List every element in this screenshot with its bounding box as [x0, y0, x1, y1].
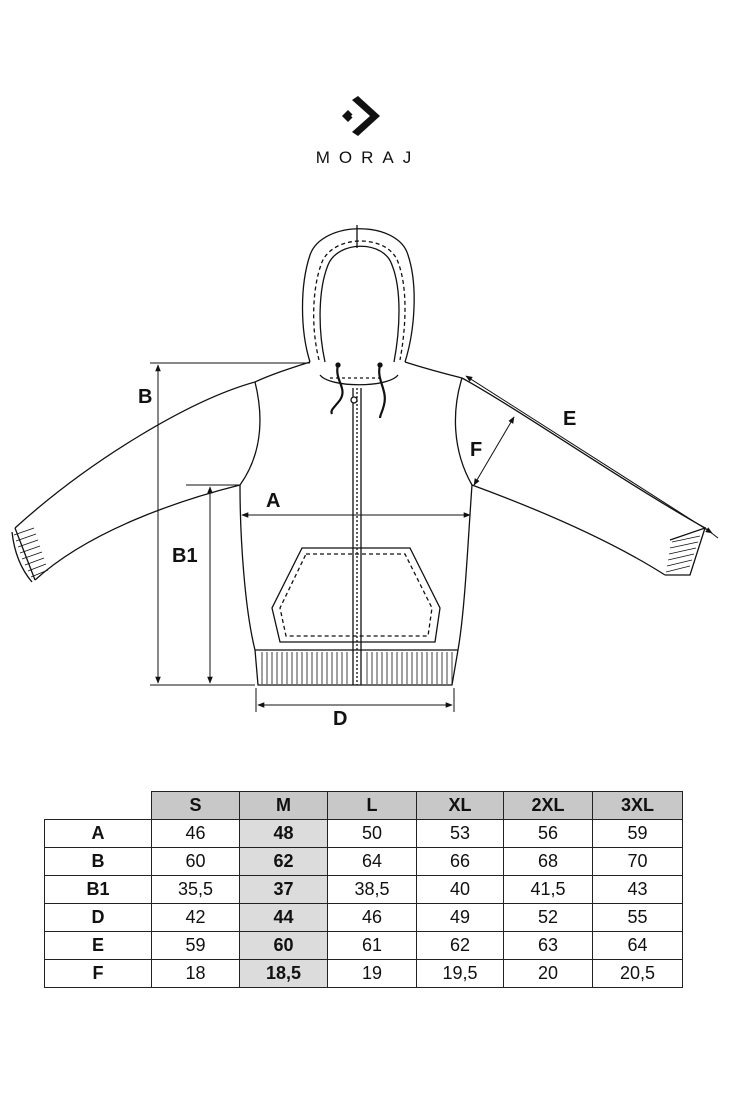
table-cell: 70 — [592, 847, 683, 876]
label-b1: B1 — [172, 545, 198, 567]
table-cell: 43 — [592, 875, 683, 904]
hoodie-drawing — [11, 225, 719, 712]
size-header: XL — [416, 791, 504, 820]
row-label: B — [44, 847, 152, 876]
table-cell: 46 — [327, 903, 417, 932]
waistband-ribbing — [261, 652, 453, 684]
hoodie-measurement-diagram: B B1 A D E F — [0, 210, 730, 740]
table-row: B 60 62 64 66 68 70 — [44, 847, 683, 876]
table-cell: 60 — [151, 847, 240, 876]
size-header: 3XL — [592, 791, 683, 820]
brand-logo: MORAJ — [0, 90, 730, 180]
table-cell: 64 — [327, 847, 417, 876]
table-cell: 59 — [592, 819, 683, 848]
table-row: F 18 18,5 19 19,5 20 20,5 — [44, 959, 683, 988]
table-row: B1 35,5 37 38,5 40 41,5 43 — [44, 875, 683, 904]
size-table: S M L XL 2XL 3XL A 46 48 50 53 56 59 B 6… — [44, 791, 683, 988]
table-cell: 35,5 — [151, 875, 240, 904]
table-row: E 59 60 61 62 63 64 — [44, 931, 683, 960]
table-cell: 55 — [592, 903, 683, 932]
table-cell: 60 — [239, 931, 328, 960]
table-cell: 20,5 — [592, 959, 683, 988]
row-label: E — [44, 931, 152, 960]
table-cell: 44 — [239, 903, 328, 932]
row-label: B1 — [44, 875, 152, 904]
table-cell: 53 — [416, 819, 504, 848]
row-label: A — [44, 819, 152, 848]
size-header: L — [327, 791, 417, 820]
table-cell: 50 — [327, 819, 417, 848]
table-row: D 42 44 46 49 52 55 — [44, 903, 683, 932]
corner-cell — [44, 791, 152, 820]
table-cell: 59 — [151, 931, 240, 960]
table-cell: 18 — [151, 959, 240, 988]
table-cell: 38,5 — [327, 875, 417, 904]
table-cell: 56 — [503, 819, 593, 848]
table-cell: 41,5 — [503, 875, 593, 904]
label-e: E — [563, 408, 577, 430]
table-cell: 48 — [239, 819, 328, 848]
moraj-logo-icon — [342, 96, 380, 136]
table-cell: 49 — [416, 903, 504, 932]
label-a: A — [266, 490, 281, 512]
table-cell: 66 — [416, 847, 504, 876]
size-header-row: S M L XL 2XL 3XL — [44, 791, 683, 820]
table-row: A 46 48 50 53 56 59 — [44, 819, 683, 848]
f-dimension-line — [473, 416, 515, 486]
table-cell: 37 — [239, 875, 328, 904]
table-cell: 52 — [503, 903, 593, 932]
table-cell: 20 — [503, 959, 593, 988]
table-cell: 46 — [151, 819, 240, 848]
size-header: M — [239, 791, 328, 820]
label-b: B — [138, 386, 153, 408]
label-d: D — [333, 708, 348, 730]
table-cell: 62 — [416, 931, 504, 960]
left-cuff-ribbing — [13, 527, 49, 578]
size-header: 2XL — [503, 791, 593, 820]
row-label: D — [44, 903, 152, 932]
table-cell: 62 — [239, 847, 328, 876]
table-cell: 19,5 — [416, 959, 504, 988]
e-dimension-line — [465, 375, 713, 534]
table-cell: 68 — [503, 847, 593, 876]
table-cell: 64 — [592, 931, 683, 960]
brand-name: MORAJ — [315, 148, 421, 167]
table-cell: 18,5 — [239, 959, 328, 988]
table-cell: 42 — [151, 903, 240, 932]
table-cell: 63 — [503, 931, 593, 960]
table-cell: 61 — [327, 931, 417, 960]
row-label: F — [44, 959, 152, 988]
right-cuff-ribbing — [665, 535, 701, 573]
label-f: F — [470, 439, 483, 461]
table-cell: 19 — [327, 959, 417, 988]
size-header: S — [151, 791, 240, 820]
table-cell: 40 — [416, 875, 504, 904]
